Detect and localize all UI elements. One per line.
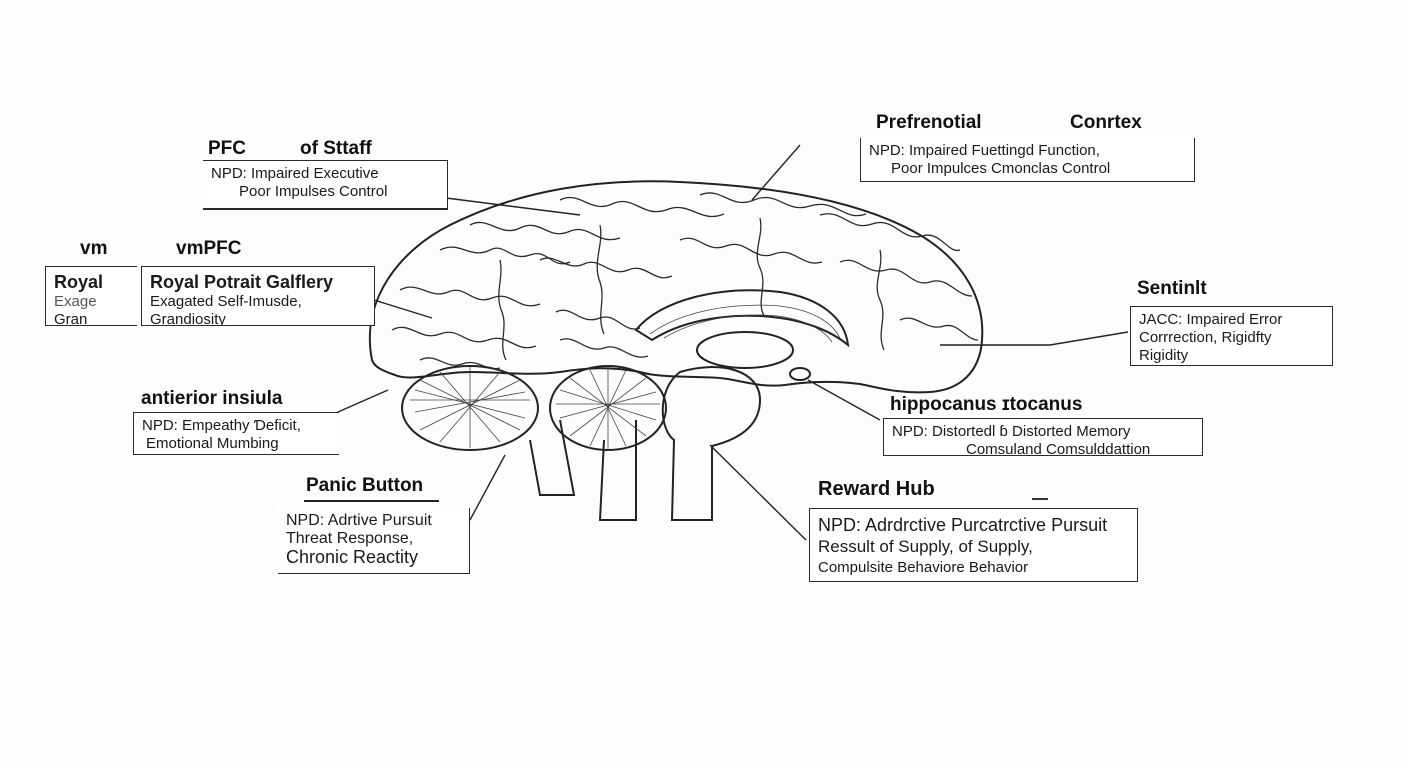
insula-box: NPD: Empeathy Ɗeficit, Emotional Mumbing bbox=[133, 412, 339, 455]
reward-line-1: NPD: Adrdrctive Purcatrctive Pursuit bbox=[818, 515, 1108, 535]
brainstem bbox=[661, 366, 762, 521]
vmpfc-ghost-line-2: Gran bbox=[54, 311, 88, 326]
reward-line-2: Ressult of Supply, of Supply, bbox=[818, 537, 1033, 556]
sentinel-line-1: JACC: Impaired Error bbox=[1139, 311, 1283, 328]
reward-line-3: Compulsite Behaviore Behavior bbox=[818, 559, 1029, 576]
pfc-staff-line-1: NPD: Impaired Executive bbox=[211, 165, 379, 182]
cerebellum bbox=[401, 365, 667, 451]
vmpfc-line-2: Grandiosity bbox=[150, 311, 226, 326]
reward-title: Reward Hub bbox=[818, 478, 935, 500]
panic-title: Panic Button bbox=[306, 475, 424, 496]
pfc-title-left: PFC bbox=[208, 138, 246, 159]
sentinel-title: Sentinlt bbox=[1137, 278, 1207, 299]
pfc-title-right: of Sttaff bbox=[300, 138, 372, 159]
prefrontal-line-1: NPD: Impaired Fuettingd Function, bbox=[869, 142, 1100, 159]
vmpfc-ghost-heading: Royal bbox=[54, 272, 104, 292]
pfc-staff-line-2: Poor Impulses Control bbox=[239, 183, 388, 200]
vmpfc-ghost-line-1: Exage bbox=[54, 293, 97, 310]
sentinel-line-3: Rigidity bbox=[1139, 347, 1189, 364]
insula-title: antierior insiula bbox=[141, 388, 283, 409]
hippocampus-box: NPD: Distortedl ɓ Distorted Memory Comsu… bbox=[883, 418, 1203, 456]
insula-line-2: Emotional Mumbing bbox=[146, 435, 279, 452]
hippocampus-node bbox=[789, 367, 811, 381]
vmpfc-ghost-box: Royal Exage Gran bbox=[45, 266, 137, 326]
vmpfc-line-1: Exagated Self-Imusde, bbox=[150, 293, 302, 310]
vmpfc-box: Royal Potrait Galflery Exagated Self-Imu… bbox=[141, 266, 375, 326]
vmpfc-title: vmPFC bbox=[176, 238, 242, 259]
leader-lines bbox=[337, 144, 1129, 541]
prefrontal-title-right: Conrtex bbox=[1070, 112, 1142, 133]
sentinel-box: JACC: Impaired Error Corrrection, Rigidf… bbox=[1130, 306, 1333, 366]
reward-dash bbox=[1032, 498, 1048, 500]
hippocampus-line-1: NPD: Distortedl ɓ Distorted Memory bbox=[892, 423, 1131, 440]
thalamus bbox=[696, 331, 794, 369]
cerebrum-outline bbox=[368, 180, 984, 394]
prefrontal-box: NPD: Impaired Fuettingd Function, Poor I… bbox=[860, 138, 1195, 182]
corpus-callosum bbox=[634, 289, 850, 348]
reward-box: NPD: Adrdrctive Purcatrctive Pursuit Res… bbox=[809, 508, 1138, 582]
vmpfc-ghost-title: vm bbox=[80, 238, 108, 259]
panic-line-3: Chronic Reactity bbox=[286, 547, 419, 567]
insula-line-1: NPD: Empeathy Ɗeficit, bbox=[142, 417, 301, 434]
prefrontal-title-left: Prefrenotial bbox=[876, 112, 982, 133]
vmpfc-heading: Royal Potrait Galflery bbox=[150, 272, 334, 292]
panic-box: NPD: Adrtive Pursuit Threat Response, Ch… bbox=[278, 508, 470, 574]
hippocampus-line-2: Comsuland Comsulddattion bbox=[966, 441, 1151, 456]
hippocampus-title: hippocanus ɪtocanus bbox=[890, 394, 1083, 415]
panic-line-2: Threat Response, bbox=[286, 530, 414, 547]
panic-line-1: NPD: Adrtive Pursuit bbox=[286, 512, 432, 529]
pfc-staff-box: NPD: Impaired Executive Poor Impulses Co… bbox=[203, 160, 448, 210]
panic-underline bbox=[304, 500, 439, 502]
prefrontal-line-2: Poor Impulces Cmonclas Control bbox=[891, 160, 1111, 177]
sentinel-line-2: Corrrection, Rigidfty bbox=[1139, 329, 1272, 346]
